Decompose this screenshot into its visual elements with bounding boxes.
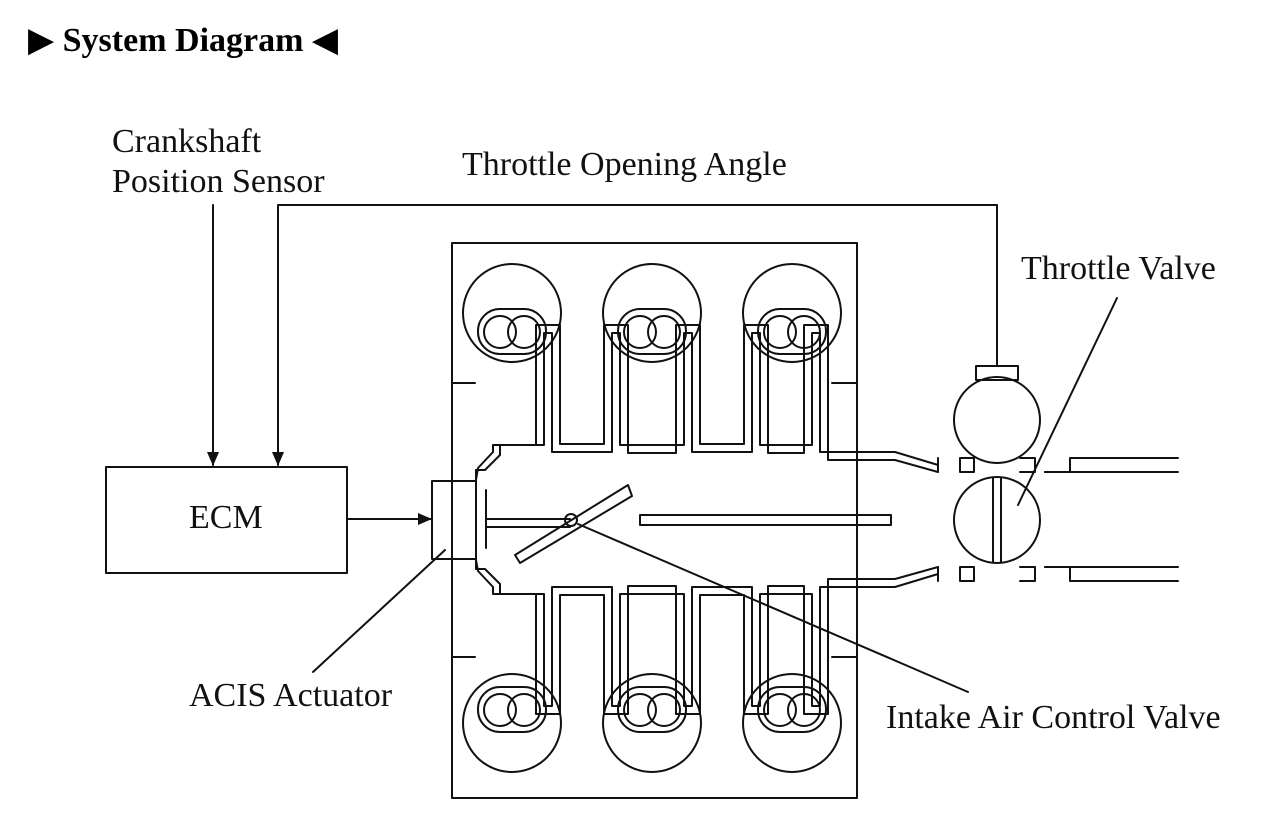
intake-air-control-valve-flap (514, 484, 633, 564)
crankshaft-sensor-label-line2: Position Sensor (112, 163, 325, 200)
ecm-box (105, 466, 348, 574)
acis-actuator-body (431, 480, 477, 560)
engine-block-outline (451, 242, 858, 799)
cylinders-top (462, 263, 842, 363)
cylinders-bottom (462, 673, 842, 773)
throttle-body (937, 365, 1179, 582)
intake-air-control-valve-label: Intake Air Control Valve (886, 699, 1221, 736)
leader-line-throttle-valve (1017, 297, 1118, 506)
throttle-valve-label: Throttle Valve (1021, 250, 1216, 287)
leader-line-acis-actuator (312, 549, 446, 673)
leader-line-intake-air-control-valve (577, 523, 969, 693)
throttle-signal-line (272, 204, 998, 466)
page-title: ▶ System Diagram ◀ (28, 22, 339, 59)
intake-air-control-valve-rod (639, 514, 892, 526)
crankshaft-sensor-label-line1: Crankshaft (112, 123, 262, 160)
acis-actuator-label: ACIS Actuator (189, 677, 393, 714)
intake-manifold (475, 324, 939, 715)
throttle-opening-angle-label: Throttle Opening Angle (462, 146, 787, 183)
ecm-label: ECM (189, 499, 263, 536)
